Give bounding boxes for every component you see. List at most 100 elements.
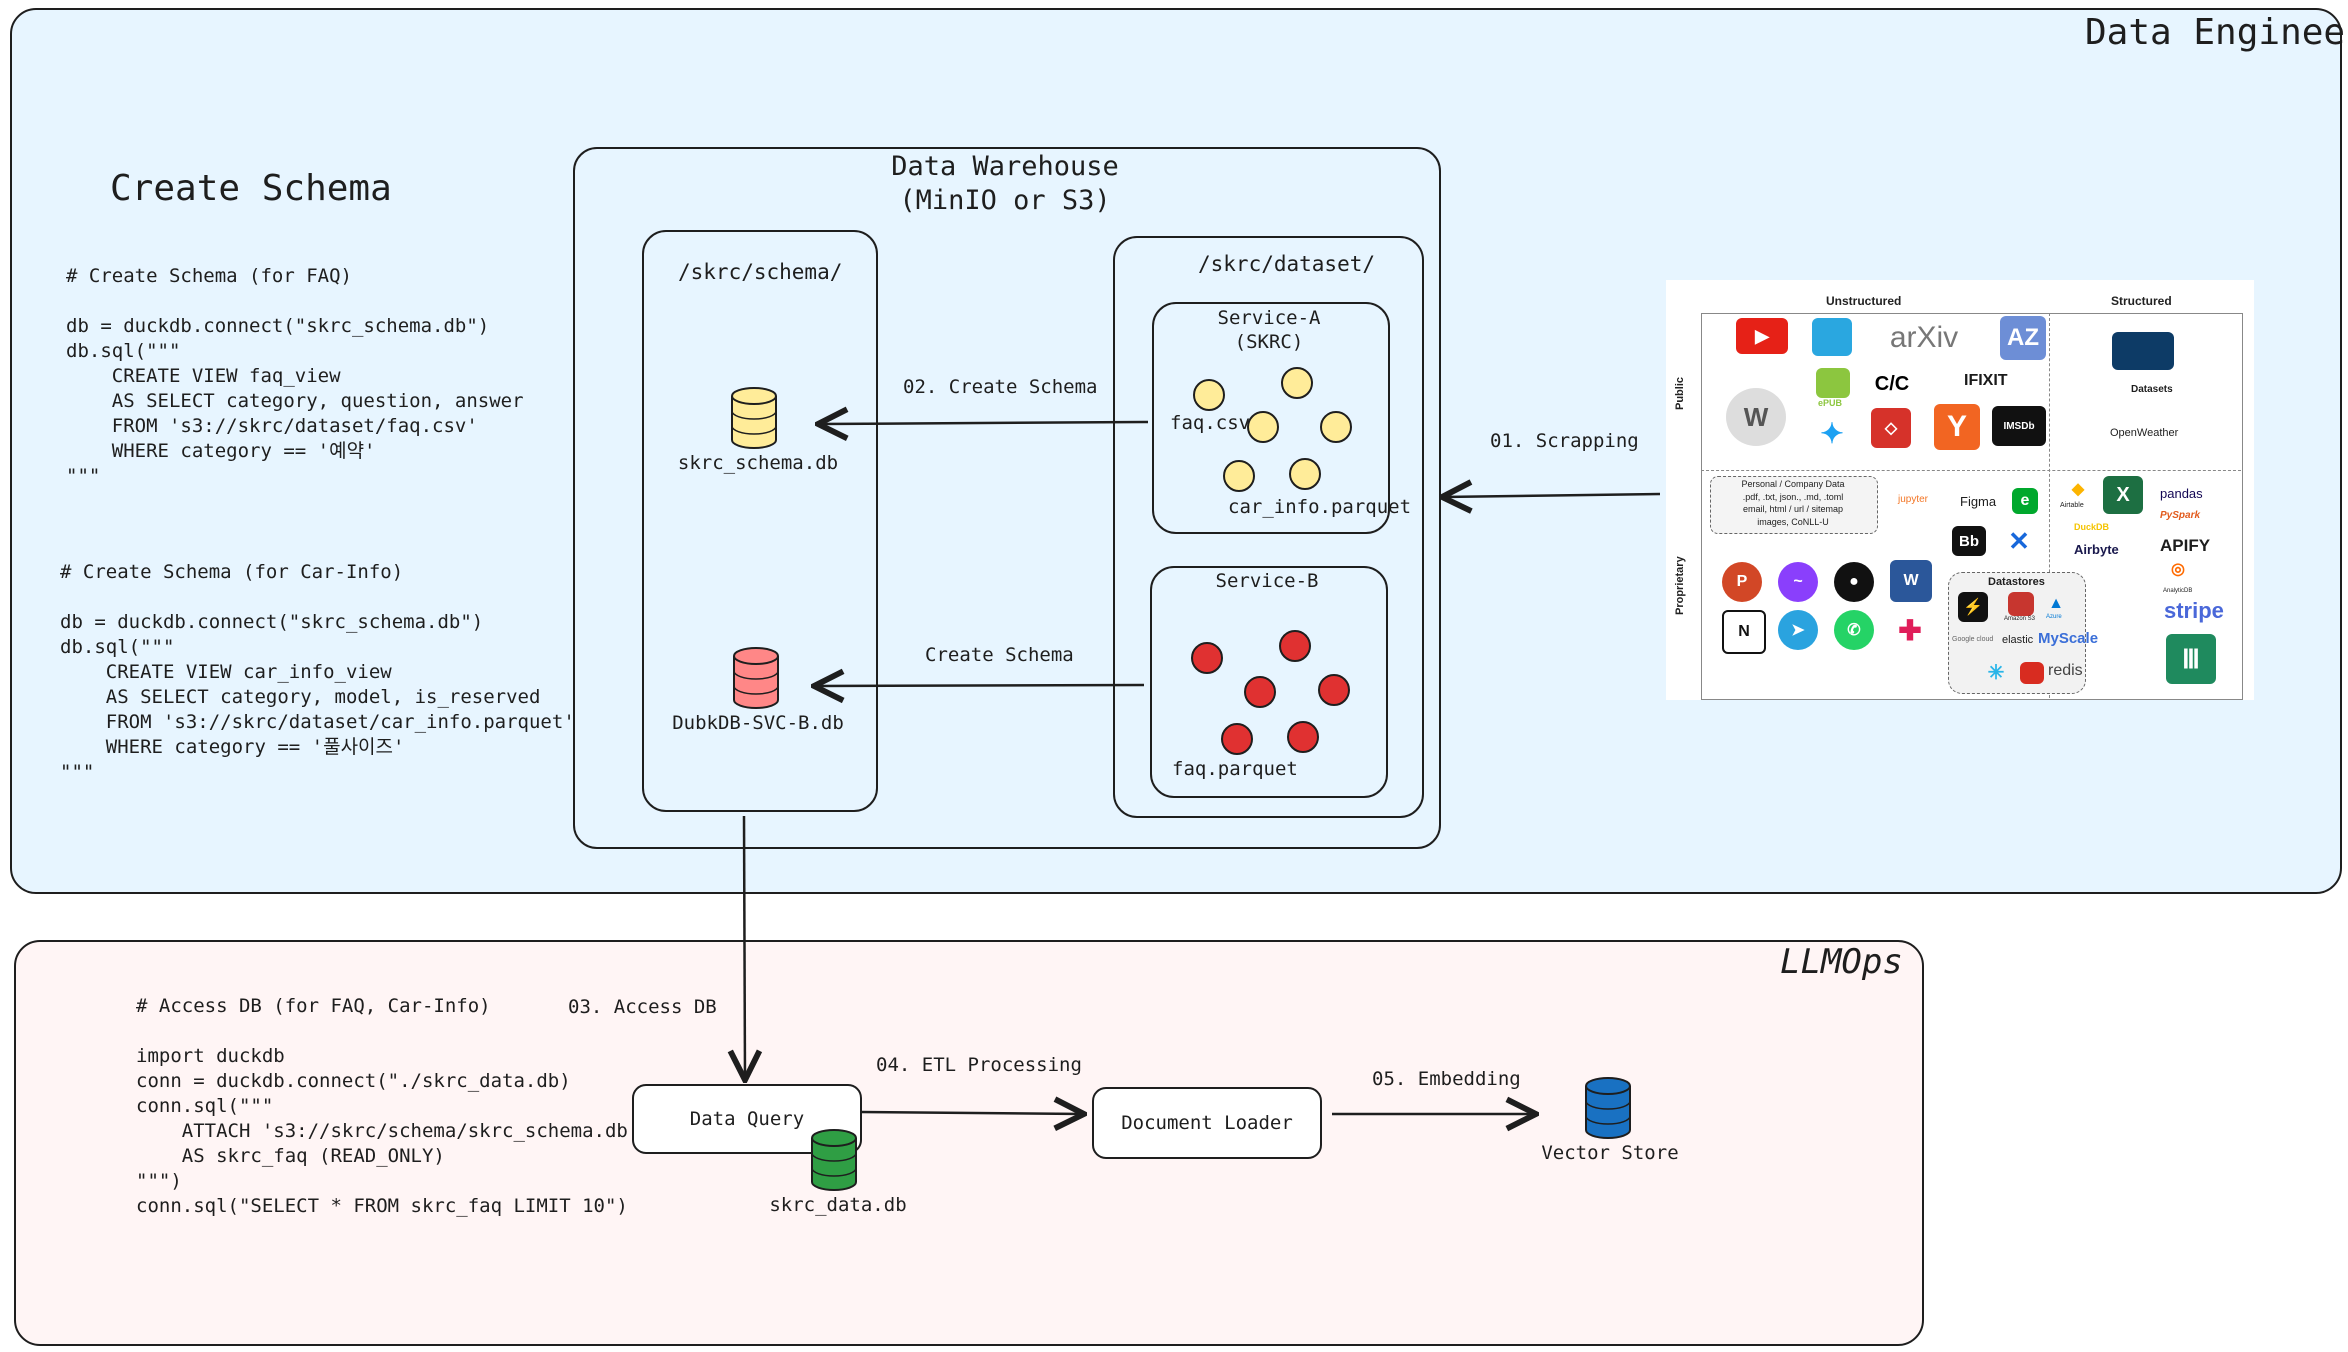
supabase-icon: ⚡ — [1958, 592, 1988, 622]
imsdb-logo: IMSDb — [1992, 406, 2046, 446]
dataset-folder-label: /skrc/dataset/ — [1198, 252, 1376, 276]
figma-label: Figma — [1960, 494, 1997, 509]
openweather-label: OpenWeather — [2110, 427, 2179, 439]
svc-b-db-icon — [733, 647, 779, 709]
gitbook-icon: ◇ — [1871, 408, 1911, 448]
myscale-label: MyScale — [2038, 630, 2099, 647]
epub-logo — [1816, 368, 1850, 398]
datasets-globe-icon — [2112, 332, 2174, 370]
pandas-label: pandas — [2160, 486, 2203, 501]
code-create-schema-faq: # Create Schema (for FAQ) db = duckdb.co… — [66, 265, 524, 487]
amazon-s3-icon — [2008, 592, 2034, 616]
arrow-create-schema-1 — [818, 422, 1149, 424]
datastores-heading: Datastores — [1988, 576, 2045, 588]
data-dot — [1247, 411, 1279, 443]
twitter-icon: ✦ — [1820, 417, 1844, 449]
snowflake-icon: ✳ — [1987, 661, 2005, 684]
arxiv-logo: arXiv — [1889, 321, 1959, 354]
data-dot — [1320, 411, 1352, 443]
create-schema-title: Create Schema — [110, 168, 392, 209]
datasets-label: Datasets — [2131, 384, 2173, 395]
code-create-schema-car-info: # Create Schema (for Car-Info) db = duck… — [60, 561, 575, 783]
wikipedia-icon: W — [1726, 388, 1786, 446]
github-icon: ● — [1834, 562, 1874, 602]
skrc-schema-db-icon — [731, 387, 777, 449]
data-dot — [1193, 379, 1225, 411]
data-dot — [1281, 367, 1313, 399]
arrow-etl — [859, 1112, 1084, 1114]
word-icon: W — [1890, 560, 1932, 602]
cc-logo: C/C — [1874, 372, 1910, 395]
service-b-box — [1150, 566, 1388, 798]
data-dot — [1287, 721, 1319, 753]
az-logo: AZ — [2000, 316, 2046, 360]
azure-label: Azure — [2046, 614, 2062, 620]
whatsapp-icon: ✆ — [1834, 610, 1874, 650]
vector-store-label: Vector Store — [1541, 1142, 1679, 1164]
unstructured-heading: Unstructured — [1826, 294, 1902, 308]
epub-label: ePUB — [1818, 398, 1843, 408]
telegram-icon: ➤ — [1778, 610, 1818, 650]
faq-parquet-label: faq.parquet — [1172, 758, 1298, 780]
service-b-label: Service-B — [1215, 570, 1319, 592]
data-query-label: Data Query — [689, 1108, 805, 1130]
llmops-title: LLMOps — [1780, 942, 1903, 982]
schema-folder-box — [642, 230, 878, 812]
arrow-label-create-schema-2: Create Schema — [925, 644, 1074, 666]
svc-b-db-label: DubkDB-SVC-B.db — [672, 712, 844, 734]
llmops-panel — [14, 940, 1924, 1346]
data-dot — [1279, 630, 1311, 662]
faq-csv-label: faq.csv — [1170, 412, 1251, 434]
arrow-create-schema-2 — [814, 685, 1145, 686]
arrow-access-db — [744, 815, 745, 1080]
y-combinator-icon: Y — [1934, 404, 1980, 450]
airbyte-label: Airbyte — [2074, 542, 2119, 557]
arrow-label-create-schema-1: 02. Create Schema — [903, 376, 1098, 398]
youtube-icon: ▶ — [1736, 318, 1788, 354]
redis-label: redis — [2048, 662, 2083, 679]
google-cloud-label: Google cloud — [1952, 636, 1994, 643]
data-dot — [1318, 674, 1350, 706]
personal-data-note — [1710, 476, 1878, 534]
ifixit-logo: IFIXIT — [1964, 372, 2008, 389]
apify-label: APIFY — [2160, 536, 2211, 555]
slack-icon: ✚ — [1898, 614, 1922, 646]
pyspark-label: PySpark — [2160, 510, 2201, 521]
arrow-label-etl: 04. ETL Processing — [876, 1054, 1082, 1076]
notion-icon: N — [1722, 610, 1766, 654]
skrc-data-db-label: skrc_data.db — [769, 1194, 907, 1216]
airtable-icon: ◆ — [2071, 481, 2085, 498]
jupyter-label: jupyter — [1898, 494, 1929, 505]
analyticdb-label: AnalyticDB — [2163, 588, 2193, 594]
redis-icon — [2020, 662, 2044, 684]
arrow-scrapping — [1442, 494, 1661, 497]
service-a-label: Service-A (SKRC) — [1217, 307, 1321, 353]
arrow-label-scrapping: 01. Scrapping — [1490, 430, 1639, 452]
bb-logo: Bb — [1952, 526, 1986, 556]
code-access-db: # Access DB (for FAQ, Car-Info) import d… — [136, 995, 628, 1217]
confluence-icon: ✕ — [2008, 525, 2030, 556]
amazon-s3-label: Amazon S3 — [2004, 616, 2036, 622]
airtable-label: Airtable — [2060, 502, 2084, 509]
car-info-parquet-label: car_info.parquet — [1228, 496, 1412, 518]
data-dot — [1244, 676, 1276, 708]
analyticdb-icon: ◎ — [2171, 561, 2185, 578]
vector-store-icon — [1585, 1077, 1631, 1139]
data-engineer-title: Data Engineer — [2085, 12, 2348, 53]
data-dot — [1221, 723, 1253, 755]
service-a-box — [1152, 302, 1390, 534]
data-dot — [1223, 460, 1255, 492]
skrc-schema-db-label: skrc_schema.db — [677, 452, 839, 474]
duckdb-label: DuckDB — [2074, 522, 2110, 532]
dataset-folder-box — [1113, 236, 1424, 818]
azure-icon: ▲ — [2048, 595, 2064, 612]
arrow-label-access-db: 03. Access DB — [568, 996, 717, 1018]
excel-icon: X — [2103, 476, 2143, 514]
structured-heading: Structured — [2111, 294, 2172, 308]
stripe-label: stripe — [2164, 598, 2224, 623]
evernote-icon: e — [2012, 488, 2038, 514]
table-app-icon: Ⅲ — [2166, 634, 2216, 684]
elastic-label: elastic — [2002, 634, 2034, 646]
arrow-label-embedding: 05. Embedding — [1372, 1068, 1521, 1090]
